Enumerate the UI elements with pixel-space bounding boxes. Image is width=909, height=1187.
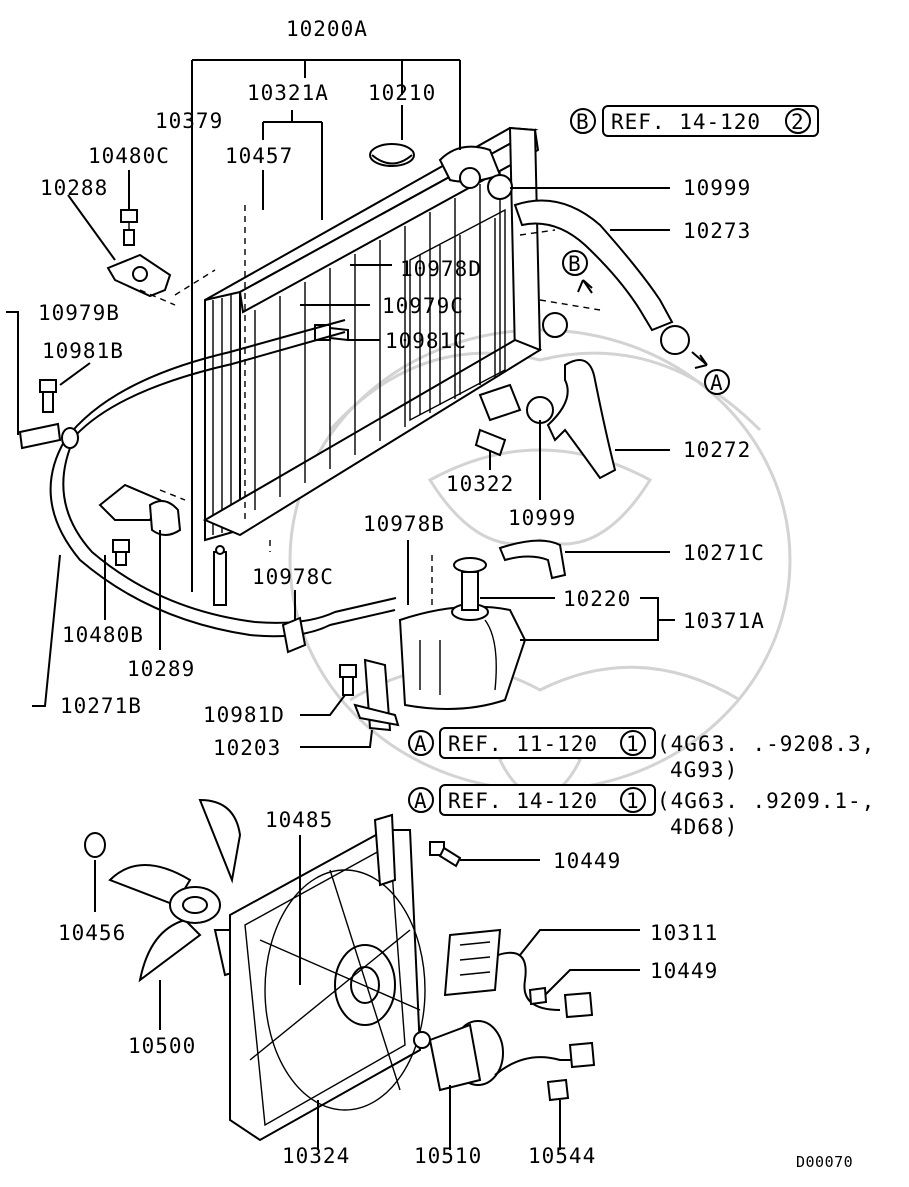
label-10456: 10456 xyxy=(58,921,126,945)
lower-mount-10289 xyxy=(98,483,182,536)
label-10324: 10324 xyxy=(282,1144,350,1168)
radiator-core-fins xyxy=(254,172,506,510)
mount-bracket-10288 xyxy=(106,253,172,298)
label-10999-upper: 10999 xyxy=(683,176,751,200)
harness-10311 xyxy=(443,928,596,1076)
label-10220: 10220 xyxy=(563,587,631,611)
label-10271B: 10271B xyxy=(60,694,142,718)
ref-a1-text: REF. 11-120 xyxy=(448,732,598,756)
bolt-10449b xyxy=(528,986,548,1006)
ref-a1-circled: 1 xyxy=(626,732,640,756)
label-10981B: 10981B xyxy=(42,339,124,363)
label-10311: 10311 xyxy=(650,921,718,945)
leader-lines xyxy=(6,59,708,1150)
ref-b-letter: B xyxy=(576,110,590,134)
bolt-10981B xyxy=(39,379,57,413)
label-10289: 10289 xyxy=(127,657,195,681)
label-10999-lower: 10999 xyxy=(508,506,576,530)
sensor-10322 xyxy=(474,428,507,457)
label-10371A: 10371A xyxy=(683,609,765,633)
label-10322: 10322 xyxy=(446,472,514,496)
ref-b-circled: 2 xyxy=(791,110,805,134)
upper-hose-10273 xyxy=(487,174,690,355)
bolt-10981D xyxy=(339,664,357,696)
ref-b-text: REF. 14-120 xyxy=(611,110,761,134)
spacer-10456 xyxy=(84,832,106,858)
label-10379: 10379 xyxy=(155,109,223,133)
bolt-10449a xyxy=(429,841,462,868)
label-10449-upper: 10449 xyxy=(553,849,621,873)
label-10510: 10510 xyxy=(414,1144,482,1168)
ref-a2-letter: A xyxy=(414,789,428,813)
ref-a2-note-line2: 4D68) xyxy=(670,815,738,839)
label-10979B: 10979B xyxy=(38,301,120,325)
bracket-10203 xyxy=(353,658,400,732)
label-10200A: 10200A xyxy=(286,17,368,41)
label-10480B: 10480B xyxy=(62,623,144,647)
marker-a-letter: A xyxy=(710,371,724,395)
label-10981C: 10981C xyxy=(385,329,467,353)
label-10978D: 10978D xyxy=(400,257,482,281)
diagram-id: D00070 xyxy=(796,1153,853,1171)
label-10480C: 10480C xyxy=(88,144,170,168)
fan-shroud-10324 xyxy=(229,813,426,1142)
label-10981D: 10981D xyxy=(203,703,285,727)
radiator-10200A xyxy=(202,126,543,606)
label-10288: 10288 xyxy=(40,176,108,200)
label-10979C: 10979C xyxy=(382,294,464,318)
ref-a2-circled: 1 xyxy=(626,789,640,813)
ref-a2-text: REF. 14-120 xyxy=(448,789,598,813)
ref-a1-note-line1: (4G63. .-9208.3, xyxy=(657,732,875,756)
lower-hose-10272 xyxy=(526,312,617,480)
clip-10979B xyxy=(18,422,62,450)
connector-10544 xyxy=(546,1078,570,1102)
label-10449-lower: 10449 xyxy=(650,959,718,983)
ref-a1-note-line2: 4G93) xyxy=(670,758,738,782)
marker-b[interactable]: B xyxy=(562,250,588,276)
label-10500: 10500 xyxy=(128,1034,196,1058)
part-labels: 10200A 10379 10321A 10210 10480C 10457 1… xyxy=(38,17,853,1171)
label-10485: 10485 xyxy=(265,808,333,832)
marker-b-letter: B xyxy=(568,252,582,276)
bolt-10480B xyxy=(112,539,130,566)
label-10210: 10210 xyxy=(368,81,436,105)
ref-b-callout[interactable]: B REF. 14-120 2 xyxy=(570,105,819,137)
label-10272: 10272 xyxy=(683,438,751,462)
ref-a2-callout[interactable]: A REF. 14-120 1 (4G63. .9209.1-, 4D68) xyxy=(408,784,875,839)
label-10203: 10203 xyxy=(213,736,281,760)
radiator-cap-10210 xyxy=(369,143,415,167)
fan-motor-10510 xyxy=(413,1020,504,1092)
label-10544: 10544 xyxy=(528,1144,596,1168)
reserve-tank-10220 xyxy=(398,539,567,710)
clip-10978C xyxy=(281,616,307,654)
label-10978C: 10978C xyxy=(252,565,334,589)
label-10457: 10457 xyxy=(225,144,293,168)
label-10978B: 10978B xyxy=(363,512,445,536)
marker-a[interactable]: A xyxy=(704,369,730,395)
label-10321A: 10321A xyxy=(247,81,329,105)
label-10271C: 10271C xyxy=(683,541,765,565)
ref-a1-callout[interactable]: A REF. 11-120 1 (4G63. .-9208.3, 4G93) xyxy=(408,727,875,782)
bolt-10480C xyxy=(120,209,138,246)
label-10273: 10273 xyxy=(683,219,751,243)
ref-a1-letter: A xyxy=(414,732,428,756)
ref-a2-note-line1: (4G63. .9209.1-, xyxy=(657,789,875,813)
